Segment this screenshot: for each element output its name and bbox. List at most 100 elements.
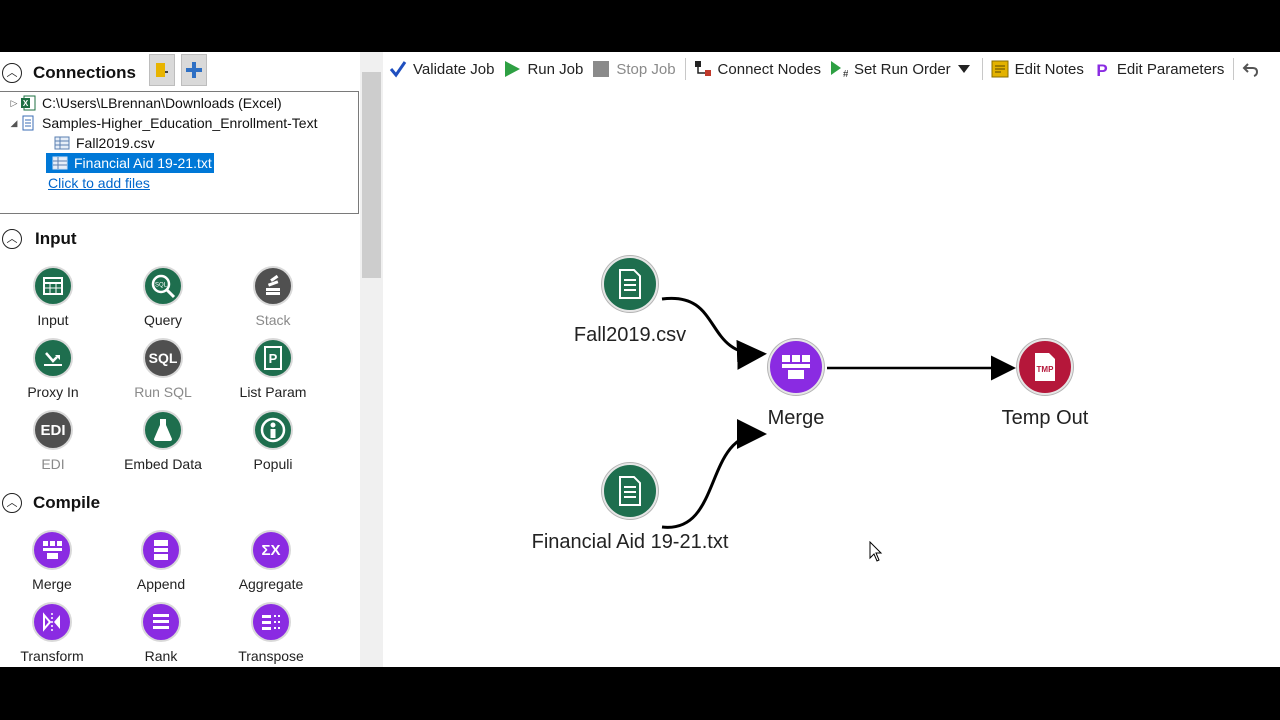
edit-notes-button[interactable]: Edit Notes [991, 60, 1084, 78]
tree-item-excel[interactable]: ▷ X C:\Users\LBrennan\Downloads (Excel) [8, 93, 282, 113]
svg-text:TMP: TMP [1037, 365, 1055, 374]
node-financial-aid[interactable]: Financial Aid 19-21.txt [480, 463, 780, 554]
edit-notes-label: Edit Notes [1014, 60, 1084, 78]
document-icon [602, 463, 658, 519]
tool-stack[interactable]: Stack [223, 266, 323, 328]
toolbar-divider [1233, 58, 1235, 80]
tool-transpose[interactable]: Transpose [221, 602, 321, 664]
rank-icon [141, 602, 181, 642]
node-label: Merge [767, 407, 825, 429]
dropdown-arrow-icon[interactable] [955, 60, 973, 78]
checkmark-icon [389, 60, 407, 78]
collapse-up-icon[interactable]: ︿ [2, 229, 22, 249]
run-job-button[interactable]: Run Job [503, 60, 583, 78]
add-files-link[interactable]: Click to add files [48, 173, 150, 193]
compile-header[interactable]: ︿ Compile [0, 490, 100, 516]
tree-item-label: Samples-Higher_Education_Enrollment-Text [42, 115, 318, 131]
tool-label: List Param [239, 384, 307, 400]
table-icon [54, 136, 70, 150]
tool-label: Transform [20, 648, 84, 664]
set-run-order-label: Set Run Order [853, 60, 951, 78]
edit-parameters-button[interactable]: P Edit Parameters [1093, 60, 1225, 79]
compile-title: Compile [33, 493, 101, 512]
folder-icon [156, 63, 168, 77]
tool-label: Input [37, 312, 69, 328]
tool-run-sql[interactable]: SQL Run SQL [113, 338, 213, 400]
merge-icon [32, 530, 72, 570]
parameters-icon: P [1093, 60, 1111, 78]
expand-arrow-icon[interactable]: ▷ [10, 97, 18, 108]
temp-file-icon: TMP [1017, 339, 1073, 395]
svg-text:P: P [269, 351, 278, 366]
edge-fall2019-to-merge [661, 296, 767, 370]
tree-item-samples[interactable]: ◢ Samples-Higher_Education_Enrollment-Te… [8, 113, 318, 133]
svg-text:EDI: EDI [40, 422, 65, 439]
run-order-icon: # [830, 60, 848, 78]
collapse-arrow-icon[interactable]: ◢ [10, 117, 18, 128]
add-folder-button[interactable] [149, 54, 175, 86]
add-connection-button[interactable] [181, 54, 207, 86]
merge-icon [768, 339, 824, 395]
tree-item-label: C:\Users\LBrennan\Downloads (Excel) [42, 95, 282, 111]
set-run-order-button[interactable]: # Set Run Order [830, 60, 973, 78]
node-fall2019[interactable]: Fall2019.csv [530, 256, 730, 347]
connect-nodes-button[interactable]: Connect Nodes [694, 60, 821, 78]
tool-label: Rank [144, 648, 178, 664]
job-toolbar: Validate Job Run Job Stop Job Connect No… [389, 52, 1280, 86]
tool-input[interactable]: Input [3, 266, 103, 328]
stop-job-label: Stop Job [616, 60, 676, 78]
tool-rank[interactable]: Rank [111, 602, 211, 664]
tool-aggregate[interactable]: ΣX Aggregate [221, 530, 321, 592]
tool-label: Aggregate [238, 576, 304, 592]
plus-icon [186, 62, 202, 78]
add-files-text[interactable]: Click to add files [48, 175, 150, 191]
tree-item-fall2019[interactable]: Fall2019.csv [54, 133, 155, 153]
undo-button[interactable] [1242, 60, 1266, 78]
job-canvas[interactable]: Fall2019.csv Financial Aid 19-21.txt Mer… [383, 86, 1280, 667]
undo-icon [1242, 60, 1260, 78]
edit-parameters-label: Edit Parameters [1116, 60, 1225, 78]
node-merge[interactable]: Merge [746, 339, 846, 430]
collapse-up-icon[interactable]: ︿ [2, 63, 22, 83]
collapse-up-icon[interactable]: ︿ [2, 493, 22, 513]
tool-transform[interactable]: Transform [2, 602, 102, 664]
table-icon [52, 156, 68, 170]
append-icon [141, 530, 181, 570]
tool-populi[interactable]: Populi [223, 410, 323, 472]
svg-text:P: P [1096, 61, 1107, 78]
tree-item-financial-aid[interactable]: Financial Aid 19-21.txt [46, 153, 214, 173]
populi-icon [253, 410, 293, 450]
embed-data-icon [143, 410, 183, 450]
svg-text:SQL: SQL [149, 350, 178, 366]
transpose-icon [251, 602, 291, 642]
tool-merge[interactable]: Merge [2, 530, 102, 592]
input-title: Input [35, 229, 77, 248]
run-job-label: Run Job [527, 60, 584, 78]
edge-financial-aid-to-merge [661, 419, 767, 529]
tool-label: Merge [32, 576, 72, 592]
connection-lines [661, 296, 1016, 529]
connections-tree: ▷ X C:\Users\LBrennan\Downloads (Excel) … [0, 91, 359, 214]
left-panel-scroll-thumb[interactable] [362, 72, 381, 278]
edi-icon: EDI [33, 410, 73, 450]
stop-job-button[interactable]: Stop Job [592, 60, 676, 78]
node-label: Fall2019.csv [573, 324, 687, 346]
connect-nodes-icon [694, 60, 712, 78]
tool-edi[interactable]: EDI EDI [3, 410, 103, 472]
tool-proxy-in[interactable]: Proxy In [3, 338, 103, 400]
tool-query[interactable]: SQL Query [113, 266, 213, 328]
toolbar-divider [684, 58, 686, 80]
input-header[interactable]: ︿ Input [0, 226, 77, 252]
connections-header[interactable]: ︿ Connections [0, 60, 136, 86]
play-icon [503, 60, 521, 78]
tool-append[interactable]: Append [111, 530, 211, 592]
stop-icon [592, 60, 610, 78]
document-icon [602, 256, 658, 312]
tool-list-param[interactable]: P List Param [223, 338, 323, 400]
validate-job-button[interactable]: Validate Job [389, 60, 494, 78]
tool-embed-data[interactable]: Embed Data [113, 410, 213, 472]
svg-text:#: # [843, 69, 848, 78]
tool-label: Query [143, 312, 183, 328]
validate-job-label: Validate Job [413, 60, 495, 78]
node-temp-out[interactable]: TMP Temp Out [980, 339, 1110, 430]
